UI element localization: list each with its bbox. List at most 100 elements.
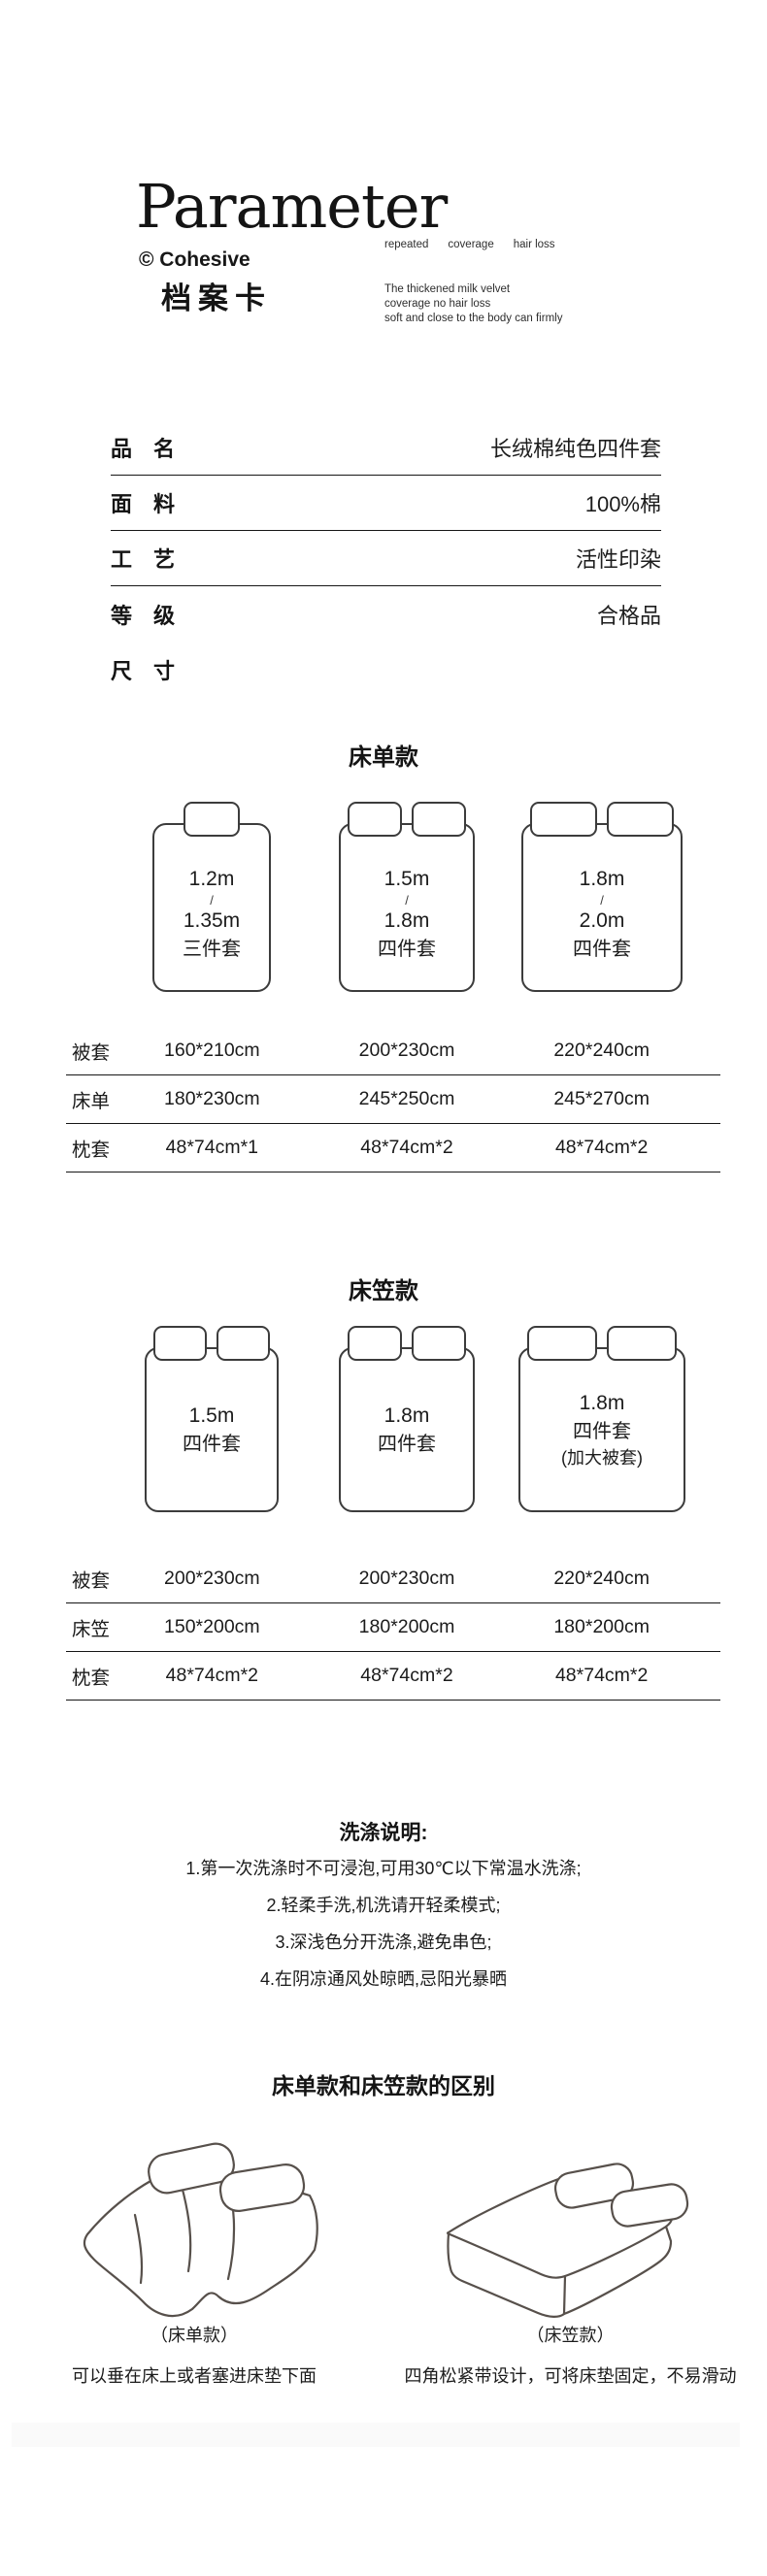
bed-outline: 1.5m / 1.8m 四件套	[339, 823, 475, 992]
size-separator: /	[405, 893, 409, 908]
cell-value: 160*210cm	[164, 1040, 260, 1061]
bed-diagram-1-8m: 1.8m / 2.0m 四件套	[521, 802, 683, 992]
cell-value: 220*240cm	[553, 1040, 650, 1061]
keyword-hair-loss: hair loss	[513, 239, 555, 250]
row-label: 床笠	[72, 1619, 111, 1640]
washing-title: 洗涤说明:	[339, 1822, 428, 1844]
spec-row-grade: 等 级 合格品	[111, 586, 661, 642]
cell-value: 48*74cm*2	[360, 1665, 453, 1686]
table-row-pillowcase: 枕套 48*74cm*2 48*74cm*2 48*74cm*2	[66, 1652, 720, 1701]
bed-outline: 1.8m 四件套	[339, 1347, 475, 1512]
cell-value: 245*270cm	[553, 1088, 650, 1109]
row-label: 被套	[72, 1042, 111, 1064]
bed-diagram-1-5m: 1.5m 四件套	[145, 1326, 279, 1512]
bed-size-label: 2.0m	[579, 909, 625, 932]
spec-label: 面 料	[111, 492, 176, 516]
bed-kit-label: 四件套	[183, 1433, 241, 1455]
keyword-coverage: coverage	[448, 239, 494, 250]
bed-diagram-1-2m: 1.2m / 1.35m 三件套	[152, 802, 271, 992]
sheet-bed-diagrams: 1.2m / 1.35m 三件套 1.5m / 1.8m 四件套 1.8m / …	[0, 802, 767, 996]
size-separator: /	[210, 893, 214, 908]
fitted-style-name: （床笠款）	[526, 2326, 615, 2345]
cell-value: 200*230cm	[358, 1040, 455, 1061]
cell-value: 150*200cm	[164, 1616, 260, 1637]
fitted-style-bed-illustration	[447, 2163, 689, 2318]
fitted-style-caption: 四角松紧带设计，可将床垫固定，不易滑动	[404, 2366, 737, 2386]
bed-kit-label: 四件套	[378, 1433, 436, 1455]
header-keywords: repeated coverage hair loss	[384, 239, 555, 250]
cell-value: 245*250cm	[358, 1088, 455, 1109]
pillow-icon	[530, 802, 597, 837]
bed-size-label: 1.2m	[188, 868, 235, 890]
fitted-size-table: 被套 200*230cm 200*230cm 220*240cm 床笠 150*…	[66, 1555, 720, 1701]
pillow-icon	[607, 802, 674, 837]
row-label: 床单	[72, 1091, 111, 1112]
spec-row-fabric: 面 料 100%棉	[111, 476, 661, 531]
table-row-duvet: 被套 200*230cm 200*230cm 220*240cm	[66, 1555, 720, 1603]
washing-instruction: 2.轻柔手洗,机洗请开轻柔模式;	[266, 1896, 501, 1915]
cell-value: 200*230cm	[164, 1568, 260, 1589]
bed-kit-label: 四件套	[378, 939, 436, 960]
table-row-duvet: 被套 160*210cm 200*230cm 220*240cm	[66, 1027, 720, 1075]
cell-value: 180*200cm	[553, 1616, 650, 1637]
pillow-icon	[527, 1326, 597, 1361]
subtitle-chinese: 档案卡	[161, 281, 272, 315]
description-line: coverage no hair loss	[384, 298, 491, 310]
bed-outline: 1.8m / 2.0m 四件套	[521, 823, 683, 992]
bed-diagram-1-8m: 1.8m 四件套	[339, 1326, 475, 1512]
bed-size-label: 1.8m	[579, 868, 625, 890]
bed-size-label: 1.8m	[384, 909, 430, 932]
pillow-icon	[412, 1326, 466, 1361]
bed-kit-label: 三件套	[183, 939, 241, 960]
spec-row-size: 尺 寸	[111, 642, 661, 697]
bed-size-label: 1.8m	[579, 1391, 625, 1414]
sheet-style-name: （床单款）	[150, 2326, 238, 2345]
spec-value: 合格品	[596, 603, 661, 628]
bed-outline: 1.5m 四件套	[145, 1347, 279, 1512]
pillow-icon	[348, 1326, 402, 1361]
bed-diagram-1-5m: 1.5m / 1.8m 四件套	[339, 802, 475, 992]
fitted-section-title: 床笠款	[349, 1278, 418, 1305]
spec-label: 等 级	[111, 603, 176, 628]
header-description: The thickened milk velvet coverage no ha…	[384, 282, 562, 326]
washing-instructions: 1.第一次洗涤时不可浸泡,可用30℃以下常温水洗涤; 2.轻柔手洗,机洗请开轻柔…	[0, 1850, 767, 1998]
spec-value: 100%棉	[584, 492, 661, 516]
spec-value: 活性印染	[575, 547, 661, 572]
bed-kit-label: 四件套	[573, 1420, 631, 1442]
bed-size-label: 1.8m	[384, 1404, 430, 1427]
bed-diagram-1-8m-large: 1.8m 四件套 (加大被套)	[518, 1326, 685, 1512]
bed-outline: 1.2m / 1.35m 三件套	[152, 823, 271, 992]
bed-outline: 1.8m 四件套 (加大被套)	[518, 1347, 685, 1512]
description-line: soft and close to the body can firmly	[384, 313, 563, 324]
keyword-repeated: repeated	[384, 239, 429, 250]
footer-band	[12, 2423, 740, 2447]
row-label: 枕套	[72, 1139, 111, 1161]
bed-size-label: 1.35m	[183, 909, 241, 932]
sheet-style-caption: 可以垂在床上或者塞进床垫下面	[72, 2366, 317, 2386]
pillow-icon	[217, 1326, 270, 1361]
spec-label: 工 艺	[111, 547, 176, 572]
table-row-pillowcase: 枕套 48*74cm*1 48*74cm*2 48*74cm*2	[66, 1124, 720, 1172]
sheet-style-bed-illustration	[83, 2142, 318, 2318]
spec-table: 品 名 长绒棉纯色四件套 面 料 100%棉 工 艺 活性印染 等 级 合格品 …	[111, 420, 661, 697]
pillow-icon	[348, 802, 402, 837]
row-label: 枕套	[72, 1668, 111, 1689]
cell-value: 48*74cm*1	[165, 1137, 259, 1158]
washing-instruction: 4.在阴凉通风处晾晒,忌阳光暴晒	[259, 1969, 507, 1989]
cell-value: 220*240cm	[553, 1568, 650, 1589]
row-label: 被套	[72, 1570, 111, 1592]
cell-value: 48*74cm*2	[165, 1665, 259, 1686]
spec-row-name: 品 名 长绒棉纯色四件套	[111, 420, 661, 476]
sheet-size-table: 被套 160*210cm 200*230cm 220*240cm 床单 180*…	[66, 1027, 720, 1172]
difference-title: 床单款和床笠款的区别	[272, 2073, 495, 2098]
bed-size-label: 1.5m	[384, 868, 430, 890]
cell-value: 48*74cm*2	[554, 1137, 649, 1158]
pillow-icon	[153, 1326, 207, 1361]
cell-value: 200*230cm	[358, 1568, 455, 1589]
pillow-icon	[412, 802, 466, 837]
washing-instruction: 1.第一次洗涤时不可浸泡,可用30℃以下常温水洗涤;	[185, 1859, 582, 1878]
table-row-sheet: 床单 180*230cm 245*250cm 245*270cm	[66, 1075, 720, 1124]
brand-name: © Cohesive	[139, 248, 250, 271]
cell-value: 180*200cm	[358, 1616, 455, 1637]
